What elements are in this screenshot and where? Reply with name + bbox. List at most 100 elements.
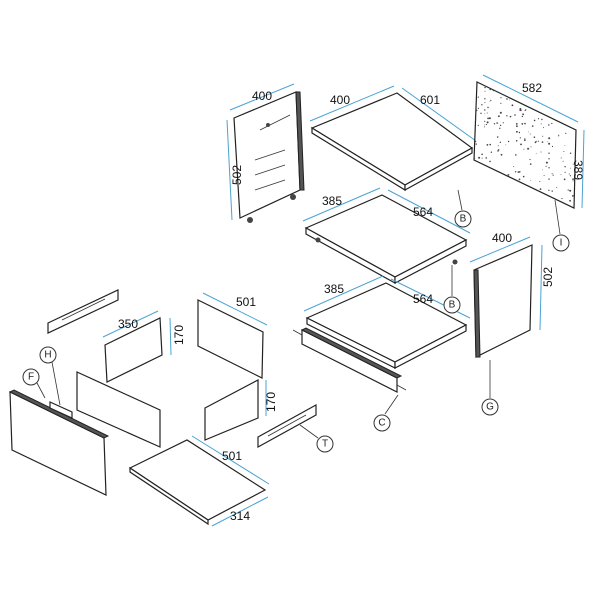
texture-speck xyxy=(560,174,562,176)
texture-speck xyxy=(518,178,521,181)
texture-speck xyxy=(483,126,485,128)
dim-label: 502 xyxy=(230,165,244,185)
drawer-runner-right xyxy=(257,403,317,449)
handle xyxy=(49,401,73,419)
texture-speck xyxy=(477,96,479,98)
dim-label: 389 xyxy=(571,160,585,180)
texture-speck xyxy=(507,174,510,176)
texture-speck xyxy=(499,111,502,114)
texture-speck xyxy=(548,124,550,126)
texture-speck xyxy=(523,148,525,150)
texture-speck xyxy=(548,158,550,160)
texture-speck xyxy=(529,133,531,135)
texture-speck xyxy=(481,104,483,106)
texture-speck xyxy=(484,120,486,122)
texture-speck xyxy=(484,98,486,100)
texture-speck xyxy=(552,174,554,176)
texture-speck xyxy=(493,123,496,125)
callouts: B B I G C T H F xyxy=(22,189,570,453)
texture-speck xyxy=(547,141,549,143)
texture-speck xyxy=(516,130,518,133)
dim-label: 170 xyxy=(264,392,278,412)
texture-speck xyxy=(548,142,551,145)
texture-speck xyxy=(529,163,532,165)
texture-speck xyxy=(542,169,543,171)
texture-speck xyxy=(567,189,569,191)
texture-speck xyxy=(531,125,534,127)
texture-speck xyxy=(521,115,523,118)
texture-speck xyxy=(514,171,517,173)
dim-label: 400 xyxy=(492,231,512,245)
texture-speck xyxy=(551,122,553,125)
texture-speck xyxy=(542,135,544,137)
texture-speck xyxy=(487,106,489,109)
dim-label: 502 xyxy=(541,267,555,287)
texture-speck xyxy=(529,158,531,161)
shelf-lower: 385 564 xyxy=(303,275,471,369)
texture-speck xyxy=(551,173,553,174)
callout-c: C xyxy=(378,418,385,429)
texture-speck xyxy=(524,139,526,142)
texture-speck xyxy=(488,117,491,120)
texture-speck xyxy=(484,113,486,115)
texture-speck xyxy=(530,146,532,148)
dim-label: 601 xyxy=(420,93,440,107)
texture-speck xyxy=(541,118,543,121)
texture-speck xyxy=(548,152,550,154)
texture-speck xyxy=(474,140,477,143)
texture-speck xyxy=(475,109,478,112)
callout-b: B xyxy=(449,300,456,311)
texture-speck xyxy=(489,160,491,163)
texture-speck xyxy=(492,89,495,92)
texture-speck xyxy=(539,188,542,191)
texture-speck xyxy=(572,163,574,165)
texture-speck xyxy=(524,122,526,125)
texture-speck xyxy=(556,187,558,189)
texture-speck xyxy=(530,180,532,182)
texture-speck xyxy=(486,121,489,124)
texture-speck xyxy=(496,122,498,124)
texture-speck xyxy=(569,189,572,192)
dim-label: 350 xyxy=(118,317,138,331)
texture-speck xyxy=(548,167,550,169)
texture-speck xyxy=(548,137,551,140)
texture-speck xyxy=(500,102,502,104)
texture-speck xyxy=(562,160,564,162)
texture-speck xyxy=(535,153,537,155)
texture-speck xyxy=(551,190,553,192)
callout-h: H xyxy=(44,350,51,361)
callout-f: F xyxy=(28,372,34,383)
texture-speck xyxy=(486,112,488,114)
texture-speck xyxy=(516,125,518,128)
texture-speck xyxy=(478,156,481,159)
texture-speck xyxy=(519,171,521,173)
texture-speck xyxy=(519,137,521,139)
texture-speck xyxy=(497,145,499,147)
texture-speck xyxy=(522,175,525,178)
texture-speck xyxy=(564,171,566,173)
texture-speck xyxy=(533,119,536,122)
texture-speck xyxy=(558,134,560,136)
callout-t: T xyxy=(322,439,328,450)
texture-speck xyxy=(506,115,508,117)
texture-speck xyxy=(537,140,539,142)
texture-speck xyxy=(506,98,508,100)
texture-speck xyxy=(563,178,566,181)
drawer-side-left: 350 170 xyxy=(102,310,186,383)
texture-speck xyxy=(497,150,499,152)
texture-speck xyxy=(496,136,499,138)
drawer-front-panel xyxy=(8,389,110,496)
texture-speck xyxy=(513,166,515,168)
texture-speck xyxy=(486,144,489,146)
texture-speck xyxy=(569,175,572,177)
texture-speck xyxy=(548,178,550,180)
dim-label: 564 xyxy=(413,205,433,219)
texture-speck xyxy=(565,132,567,134)
texture-speck xyxy=(521,123,524,125)
texture-speck xyxy=(484,109,486,111)
texture-speck xyxy=(498,115,500,118)
texture-speck xyxy=(509,99,510,101)
texture-speck xyxy=(500,153,503,156)
